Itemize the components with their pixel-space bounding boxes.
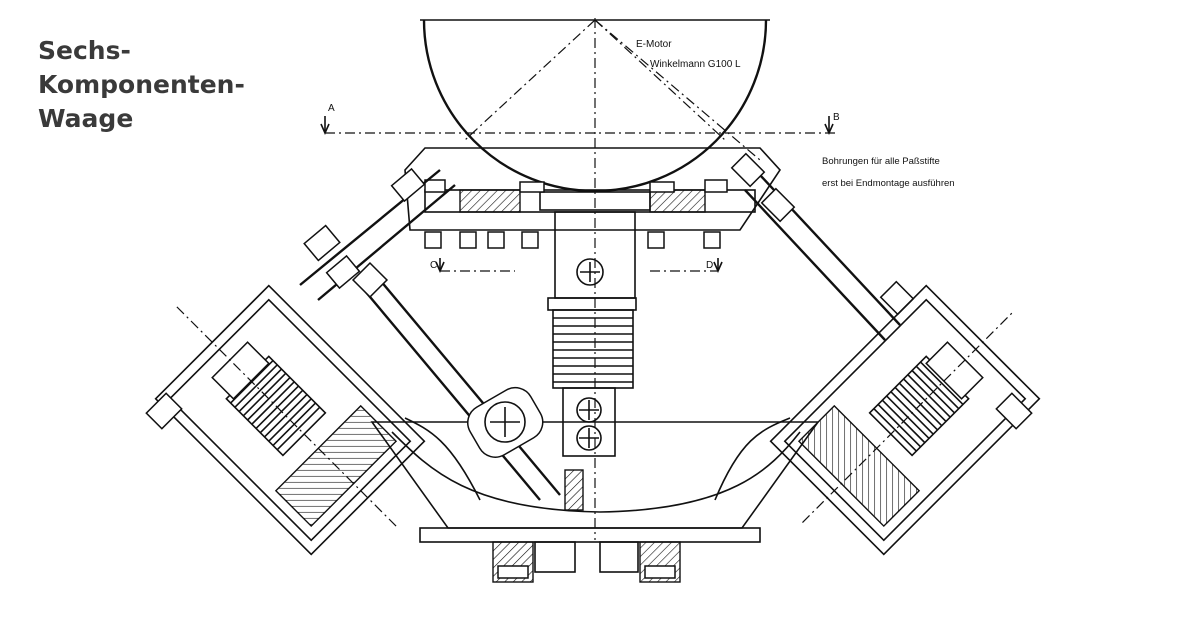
left-bolt-nut: [145, 392, 183, 430]
inner-link-rod: [351, 261, 561, 501]
central-bellows: [552, 309, 634, 389]
central-column: [547, 211, 637, 511]
section-mark-d: D: [706, 260, 713, 271]
section-mark-b: B: [833, 112, 840, 123]
mounting-plate: [404, 147, 782, 249]
section-mark-a: A: [328, 103, 335, 114]
motor-label-line-2: Winkelmann G100 L: [650, 59, 741, 70]
left-upper-link: [299, 167, 456, 301]
title-line-2: Komponenten-: [38, 70, 245, 99]
base-bowl: [370, 417, 820, 583]
motor-housing: [420, 18, 770, 540]
section-line-cd: [435, 258, 723, 273]
title-line-3: Waage: [38, 104, 134, 133]
right-upper-link: [730, 152, 915, 341]
note-line-1: Bohrungen für alle Paßstifte: [822, 156, 940, 167]
diagram-title: Sechs- Komponenten- Waage: [38, 34, 245, 136]
left-load-cell: [154, 284, 426, 556]
section-line-ab: [320, 116, 835, 135]
right-bolt-nut: [995, 392, 1033, 430]
motor-label-line-1: E-Motor: [636, 39, 672, 50]
title-line-1: Sechs-: [38, 36, 131, 65]
right-load-cell: [769, 284, 1041, 556]
note-line-2: erst bei Endmontage ausführen: [822, 178, 955, 189]
section-mark-c: C: [430, 260, 437, 271]
